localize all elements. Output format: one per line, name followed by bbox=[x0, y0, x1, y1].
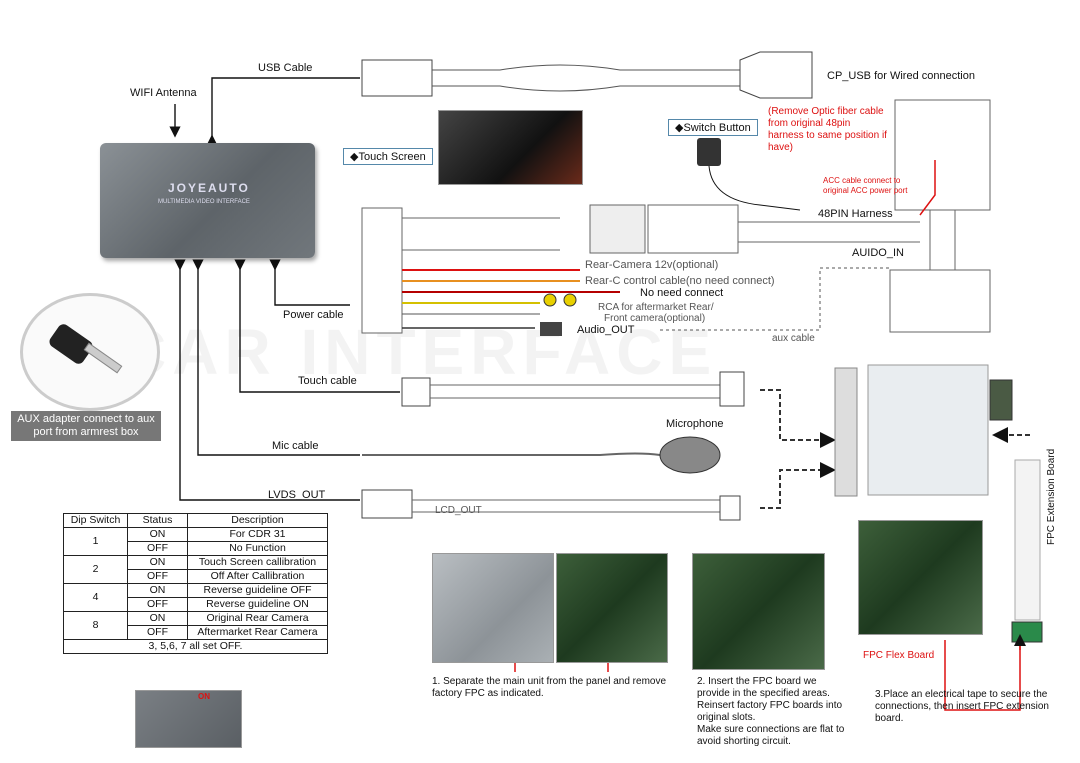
step1-text: 1. Separate the main unit from the panel… bbox=[432, 676, 667, 699]
dip-header-status: Status bbox=[127, 513, 188, 528]
dip-description: No Function bbox=[187, 541, 328, 556]
step1-photo-metal bbox=[432, 553, 554, 663]
dip-description: Reverse guideline ON bbox=[187, 597, 328, 612]
dip-header-switch: Dip Switch bbox=[63, 513, 128, 528]
rca-note-1: RCA for aftermarket Rear/ bbox=[598, 302, 714, 313]
table-row: 4 ON Reverse guideline OFF bbox=[63, 583, 328, 612]
dip-description: Original Rear Camera bbox=[187, 611, 328, 626]
on-marker: ON bbox=[198, 692, 210, 701]
lvds-out-label: LVDS_OUT bbox=[268, 489, 326, 501]
dip-status: OFF bbox=[127, 597, 188, 612]
switch-button-label: ◆Switch Button bbox=[668, 119, 758, 136]
dip-table-footer: 3, 5,6, 7 all set OFF. bbox=[63, 639, 328, 654]
table-row: 2 ON Touch Screen callibration bbox=[63, 555, 328, 584]
wifi-antenna-label: WIFI Antenna bbox=[130, 87, 197, 99]
aux-plug-icon bbox=[49, 324, 123, 374]
dip-switch-photo bbox=[135, 690, 242, 748]
step2-text-b: Reinsert factory FPC boards into origina… bbox=[697, 700, 843, 723]
usb-plug-left bbox=[361, 59, 433, 97]
dip-footer-note: 3, 5,6, 7 all set OFF. bbox=[63, 639, 328, 654]
aux-adapter-circle bbox=[20, 293, 160, 411]
table-row: 1 ON For CDR 31 bbox=[63, 527, 328, 556]
fpc-extension-board bbox=[1014, 459, 1041, 621]
optic-note: (Remove Optic fiber cable from original … bbox=[768, 106, 887, 153]
step3-photo bbox=[858, 520, 983, 635]
table-row: 8 ON Original Rear Camera bbox=[63, 611, 328, 640]
main-interface-unit: JOYEAUTO MULTIMEDIA VIDEO INTERFACE bbox=[100, 143, 315, 258]
rear-c-control-label: Rear-C control cable(no need connect) bbox=[585, 275, 775, 287]
dip-status: OFF bbox=[127, 569, 188, 584]
harness-48pin-connector bbox=[894, 99, 991, 211]
dip-switch-number: 1 bbox=[63, 527, 128, 556]
table-row: OFF No Function bbox=[64, 541, 328, 556]
dip-description: Aftermarket Rear Camera bbox=[187, 625, 328, 640]
audio-out-label: Audio_OUT bbox=[577, 324, 635, 336]
touch-screen-label: ◆Touch Screen bbox=[343, 148, 433, 165]
fpc-adapter-side bbox=[834, 367, 858, 497]
dip-status: OFF bbox=[127, 541, 188, 556]
dip-status: ON bbox=[127, 583, 188, 598]
dip-switch-number: 4 bbox=[63, 583, 128, 612]
harness-48pin-label: 48PIN Harness bbox=[818, 208, 893, 220]
dip-switch-number: 2 bbox=[63, 555, 128, 584]
lcd-out-label: LCD_OUT bbox=[435, 505, 482, 516]
touch-cable-label: Touch cable bbox=[298, 375, 357, 387]
no-need-connect-label: No need connect bbox=[640, 287, 724, 299]
aux-cable-label: aux cable bbox=[772, 333, 815, 344]
mic-cable-label: Mic cable bbox=[272, 440, 319, 452]
rca-note-2: Front camera(optional) bbox=[604, 313, 706, 324]
usb-cable-label: USB Cable bbox=[258, 62, 313, 74]
power-cable-label: Power cable bbox=[283, 309, 344, 321]
dip-description: Off After Callibration bbox=[187, 569, 328, 584]
acc-note: ACC cable connect to original ACC power … bbox=[823, 176, 908, 195]
dip-status: ON bbox=[127, 527, 188, 542]
dip-status: ON bbox=[127, 611, 188, 626]
step2-text-a: 2. Insert the FPC board we provide in th… bbox=[697, 676, 830, 699]
switch-button-device bbox=[697, 138, 721, 166]
dip-description: For CDR 31 bbox=[187, 527, 328, 542]
aux-adapter-caption: AUX adapter connect to aux port from arm… bbox=[11, 411, 161, 441]
dip-table-header: Dip Switch Status Description bbox=[63, 513, 328, 528]
dip-description: Touch Screen callibration bbox=[187, 555, 328, 570]
dip-header-description: Description bbox=[187, 513, 328, 528]
step2-text-c: Make sure connections are flat to avoid … bbox=[697, 724, 845, 747]
dip-switch-number: 8 bbox=[63, 611, 128, 640]
touch-screen-photo bbox=[438, 110, 583, 185]
dip-status: OFF bbox=[127, 625, 188, 640]
rear-camera-12v-label: Rear-Camera 12v(optional) bbox=[585, 259, 719, 271]
dip-status: ON bbox=[127, 555, 188, 570]
dip-description: Reverse guideline OFF bbox=[187, 583, 328, 598]
audio-in-label: AUIDO_IN bbox=[852, 247, 904, 259]
step1-photo-board bbox=[556, 553, 668, 663]
unit-brand: JOYEAUTO bbox=[168, 181, 250, 195]
microphone-label: Microphone bbox=[666, 418, 724, 430]
fpc-extension-board-label: FPC Extension Board bbox=[1046, 448, 1057, 545]
step2-photo bbox=[692, 553, 825, 670]
unit-subtitle: MULTIMEDIA VIDEO INTERFACE bbox=[158, 199, 250, 205]
cp-usb-label: CP_USB for Wired connection bbox=[827, 70, 975, 82]
harness-connector-left bbox=[361, 207, 403, 334]
fpc-interface-board bbox=[867, 364, 989, 496]
step3-text: 3.Place an electrical tape to secure the… bbox=[875, 689, 1049, 724]
usb-plug-right bbox=[739, 51, 813, 99]
dip-switch-table: Dip Switch Status Description 1 ON For C… bbox=[63, 513, 328, 654]
fpc-flex-board-label: FPC Flex Board bbox=[863, 650, 935, 661]
